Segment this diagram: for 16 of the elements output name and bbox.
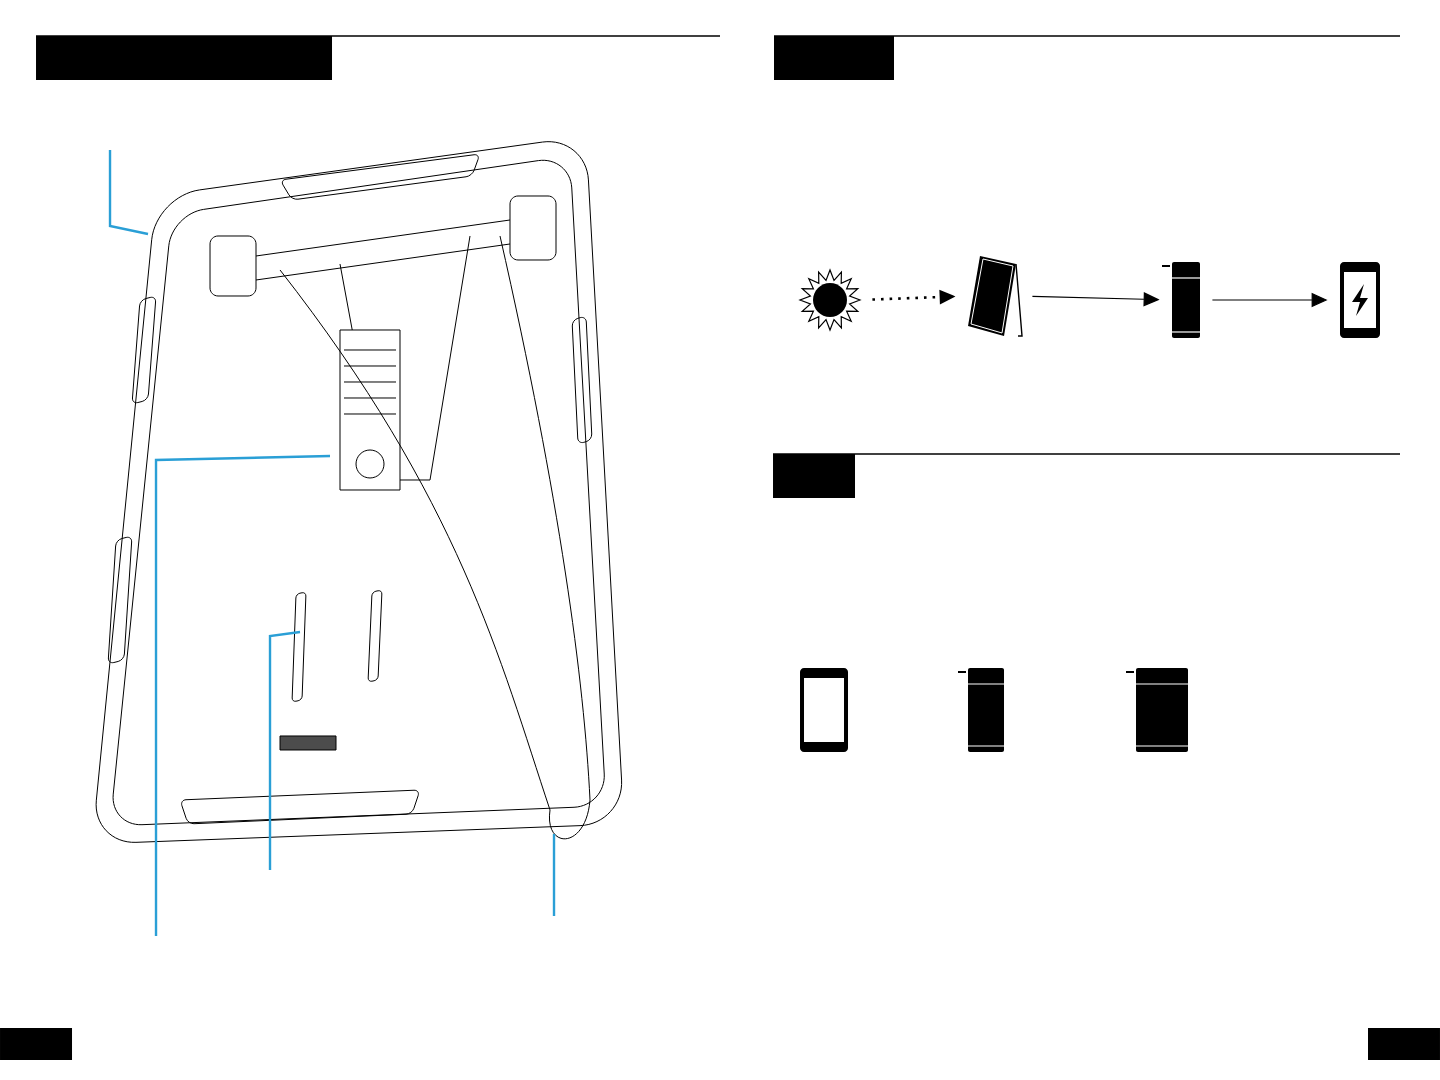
header-bar xyxy=(773,454,855,498)
header-bar xyxy=(0,1028,72,1060)
phone-icon xyxy=(800,668,848,752)
solar-panel-icon xyxy=(968,256,1023,337)
header-bar xyxy=(36,36,332,80)
phone-icon xyxy=(1340,262,1380,338)
header-bar xyxy=(1368,1028,1440,1060)
tablet-case-drawing xyxy=(95,141,623,843)
battery-icon xyxy=(1125,668,1189,752)
leader-line xyxy=(552,834,556,916)
leader-line xyxy=(108,150,149,236)
leader-line xyxy=(268,630,301,870)
leader-line xyxy=(154,454,331,936)
header-bar xyxy=(774,36,894,80)
battery-icon xyxy=(1161,262,1201,338)
battery-icon xyxy=(957,668,1005,752)
